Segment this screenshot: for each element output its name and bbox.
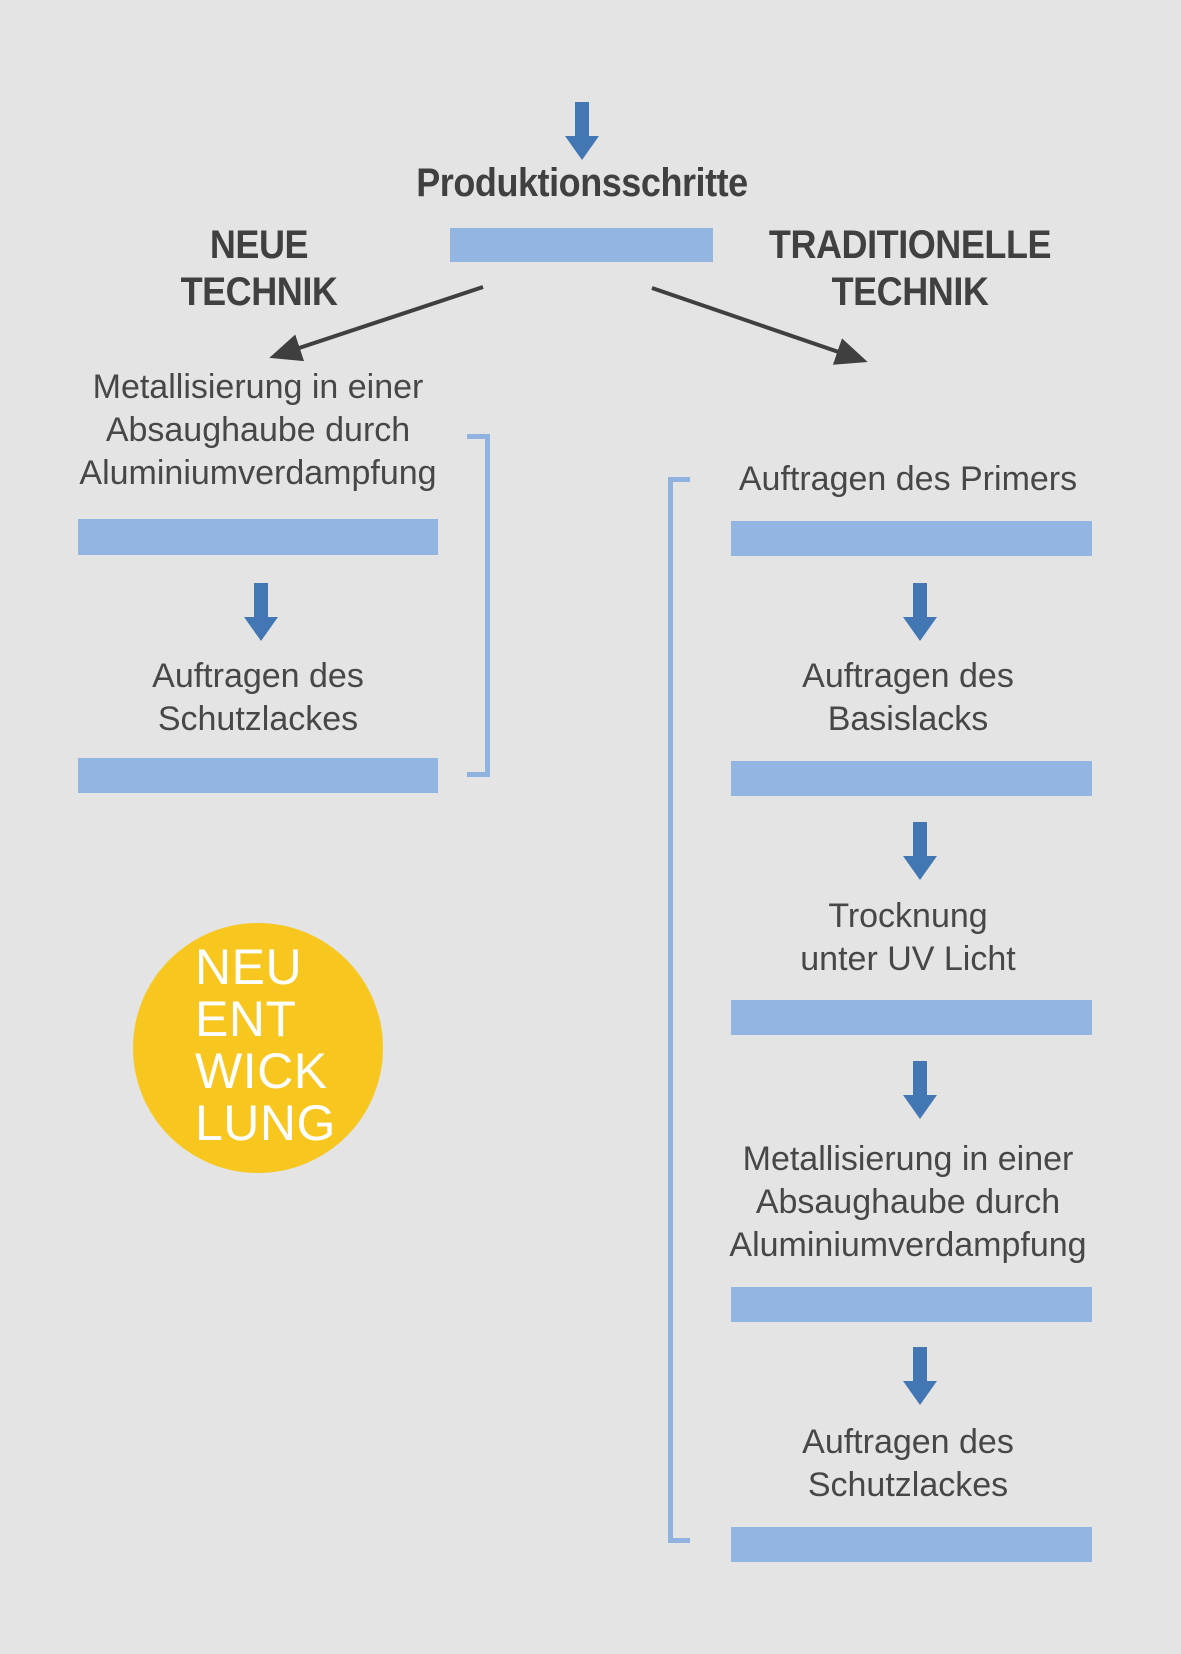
arrow-shaft <box>575 102 589 136</box>
down-arrow-icon <box>244 583 278 641</box>
step-bar <box>731 1287 1092 1322</box>
header-line: TECHNIK <box>831 270 989 314</box>
arrow-shaft <box>913 583 927 617</box>
step-label-line: Basislacks <box>827 700 989 738</box>
step-label-line: Trocknung <box>828 897 988 935</box>
badge-line: ENT <box>195 991 297 1047</box>
left-column-header: NEUE TECHNIK <box>59 222 459 316</box>
header-line: NEUE <box>209 223 309 267</box>
header-line: TECHNIK <box>180 270 338 314</box>
branch-arrow-right-icon <box>651 286 868 365</box>
step-label: Metallisierung in einer Absaughaube durc… <box>708 1138 1108 1267</box>
step-label: Metallisierung in einer Absaughaube durc… <box>58 366 458 495</box>
down-arrow-icon <box>565 102 599 160</box>
step-label-line: Auftragen des Primers <box>738 460 1078 498</box>
down-arrow-icon <box>903 1347 937 1405</box>
down-arrow-icon <box>903 1061 937 1119</box>
step-label: Trocknung unter UV Licht <box>708 895 1108 981</box>
step-label-line: Auftragen des <box>802 1423 1014 1461</box>
step-label: Auftragen des Schutzlackes <box>708 1421 1108 1507</box>
arrow-head <box>565 136 599 160</box>
new-development-badge: NEU ENT WICK LUNG <box>133 923 383 1173</box>
arrow-shaft <box>913 822 927 856</box>
step-label-line: Auftragen des <box>152 657 364 695</box>
down-arrow-icon <box>903 822 937 880</box>
step-label-line: Metallisierung in einer <box>742 1140 1074 1178</box>
step-label-line: Metallisierung in einer <box>92 368 424 406</box>
step-label: Auftragen des Basislacks <box>708 655 1108 741</box>
step-label: Auftragen des Primers <box>708 458 1108 501</box>
right-column-header: TRADITIONELLE TECHNIK <box>710 222 1110 316</box>
step-label-line: Aluminiumverdampfung <box>79 454 437 492</box>
step-label: Auftragen des Schutzlackes <box>58 655 458 741</box>
right-bracket <box>668 477 690 1543</box>
step-label-line: Absaughaube durch <box>105 411 411 449</box>
header-line: TRADITIONELLE <box>768 223 1052 267</box>
left-bracket <box>467 434 490 777</box>
badge-line: NEU <box>195 939 303 995</box>
step-bar <box>731 521 1092 556</box>
branch-arrows <box>269 285 868 365</box>
arrow-head <box>903 1381 937 1405</box>
step-label-line: Auftragen des <box>802 657 1014 695</box>
arrow-shaft <box>254 583 268 617</box>
step-bar <box>731 761 1092 796</box>
branch-arrow-left-icon <box>269 285 484 362</box>
arrow-head <box>903 856 937 880</box>
step-bar <box>731 1527 1092 1562</box>
badge-line: LUNG <box>195 1095 336 1151</box>
step-bar <box>731 1000 1092 1035</box>
arrow-head <box>903 1095 937 1119</box>
arrow-shaft <box>913 1061 927 1095</box>
arrow-head <box>903 617 937 641</box>
step-label-line: Schutzlackes <box>807 1466 1009 1504</box>
step-label-line: Aluminiumverdampfung <box>729 1226 1087 1264</box>
step-label-line: unter UV Licht <box>800 940 1016 978</box>
step-label-line: Schutzlackes <box>157 700 359 738</box>
step-bar <box>78 758 438 793</box>
arrow-head <box>244 617 278 641</box>
step-bar <box>78 519 438 555</box>
step-label-line: Absaughaube durch <box>755 1183 1061 1221</box>
page-title: Produktionsschritte <box>416 161 748 205</box>
down-arrow-icon <box>903 583 937 641</box>
title-underline-bar <box>450 228 713 262</box>
badge-line: WICK <box>195 1043 328 1099</box>
arrow-shaft <box>913 1347 927 1381</box>
